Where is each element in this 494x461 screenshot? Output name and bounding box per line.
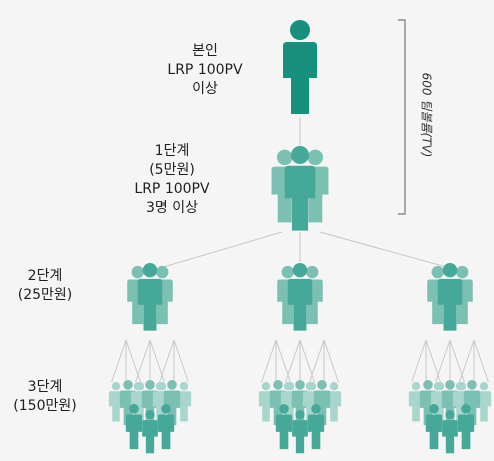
fan-line (473, 339, 489, 383)
team-volume-label: 600 팀볼륨(TV) (412, 60, 442, 170)
level3-front-person-icon (142, 410, 158, 454)
self-label: 본인 LRP 100PV 이상 (160, 42, 250, 99)
fan-line (135, 339, 151, 383)
level3-front-person-icon (425, 404, 443, 450)
bracket (398, 19, 406, 215)
level2-group-icon (277, 263, 323, 331)
level3-front-person-icon (275, 404, 293, 450)
level1-label-line: 1단계 (154, 143, 190, 159)
level3-group-icon (452, 380, 492, 426)
person-icon (108, 382, 124, 422)
fan-line (323, 339, 339, 383)
connector-line (319, 231, 451, 269)
fan-line (309, 339, 325, 383)
person-icon (326, 382, 342, 422)
team-volume-text: 600 팀볼륨(TV) (419, 72, 434, 158)
level3-front-person-icon (307, 404, 325, 450)
person-icon (258, 382, 274, 422)
fan-line (459, 339, 475, 383)
level3-front-person-icon (457, 404, 475, 450)
level3-front-person-icon (292, 410, 308, 454)
level2-group-icon (127, 263, 173, 331)
fan-line (159, 339, 175, 383)
person-icon (152, 382, 168, 422)
level3-front-person-icon (125, 404, 143, 450)
level1-label: 1단계 (5만원) LRP 100PV 3명 이상 (117, 142, 227, 218)
level1-group-icon (271, 146, 329, 231)
person-icon (437, 263, 463, 331)
self-label-line: 이상 (192, 81, 218, 97)
level1-label-line: LRP 100PV (134, 181, 210, 197)
connector-line (159, 231, 283, 269)
level3-label-line: (150만원) (13, 398, 77, 414)
self-person-icon (283, 20, 317, 114)
self-label-line: 본인 (192, 43, 218, 59)
person-icon (302, 382, 318, 422)
level3-front-person-icon (157, 404, 175, 450)
level1-label-line: 3명 이상 (146, 200, 198, 216)
person-icon (284, 146, 316, 231)
person-icon (408, 382, 424, 422)
person-icon (137, 263, 163, 331)
level3-label-line: 3단계 (27, 379, 63, 395)
level1-label-line: (5만원) (149, 162, 195, 178)
level3-label: 3단계 (150만원) (3, 378, 87, 416)
self-label-line: LRP 100PV (167, 62, 243, 78)
level2-label-line: (25만원) (17, 287, 73, 303)
fan-line (435, 339, 451, 383)
fan-line (173, 339, 189, 383)
level2-group-icon (427, 263, 473, 331)
fan-line (111, 339, 127, 383)
fan-line (411, 339, 427, 383)
level2-label-line: 2단계 (27, 268, 63, 284)
person-icon (176, 382, 192, 422)
person-icon (287, 263, 313, 331)
level2-label: 2단계 (25만원) (5, 267, 85, 305)
fan-line (285, 339, 301, 383)
person-icon (476, 382, 492, 422)
fan-line (261, 339, 277, 383)
person-icon (452, 382, 468, 422)
level3-front-person-icon (442, 410, 458, 454)
